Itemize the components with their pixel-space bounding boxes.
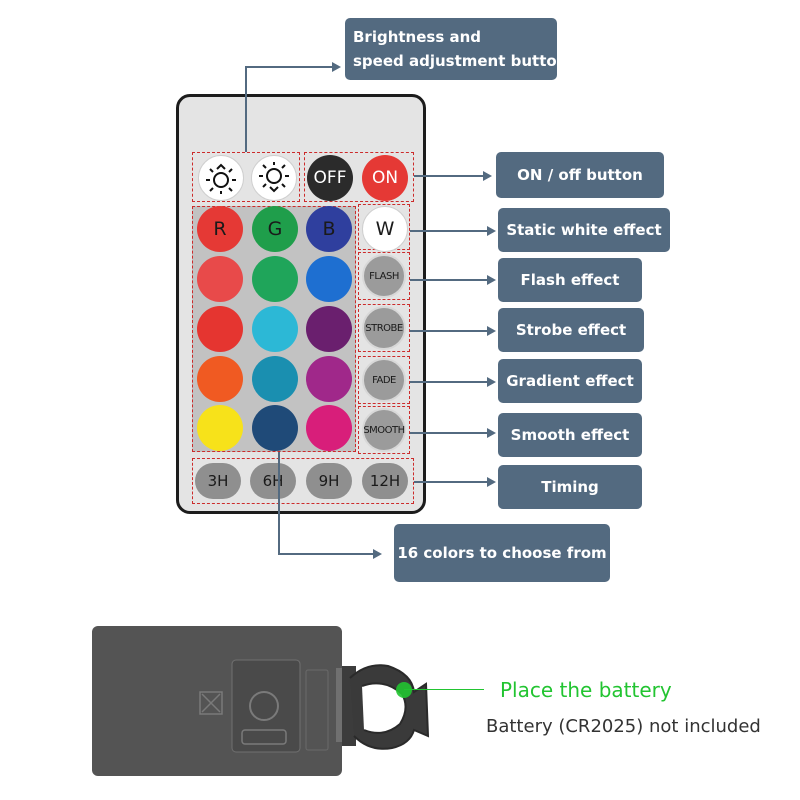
color-button[interactable] (252, 405, 298, 451)
timer-label: 3H (207, 472, 229, 490)
color-button[interactable] (197, 256, 243, 302)
on-button-label: ON (371, 168, 399, 188)
color-button[interactable] (306, 256, 352, 302)
blue-button[interactable]: B (306, 206, 352, 252)
blue-button-label: B (322, 218, 336, 240)
timer-group-outline (192, 458, 414, 504)
arrow-icon (332, 62, 341, 72)
color-button[interactable] (252, 256, 298, 302)
color-button[interactable] (306, 405, 352, 451)
callout-gradient: Gradient effect (498, 359, 642, 403)
timer-label: 9H (318, 472, 340, 490)
brightness-up-icon (206, 163, 236, 194)
color-button[interactable] (252, 356, 298, 402)
timer-12h-button[interactable]: 12H (362, 463, 408, 499)
arrow-icon (487, 477, 496, 487)
arrow-icon (487, 326, 496, 336)
color-button[interactable] (306, 356, 352, 402)
brightness-up-button[interactable] (198, 155, 244, 201)
arrow-icon (373, 549, 382, 559)
connector-colors (278, 452, 280, 555)
fade-outline (358, 356, 410, 404)
fade-button[interactable]: FADE (362, 358, 406, 402)
brightness-down-button[interactable] (251, 155, 297, 201)
callout-timing: Timing (498, 465, 642, 509)
connector-fade (410, 381, 488, 383)
timer-label: 6H (262, 472, 284, 490)
smooth-button-label: SMOOTH (363, 424, 405, 436)
callout-smooth: Smooth effect (498, 413, 642, 457)
callout-colors: 16 colors to choose from (394, 524, 610, 582)
fade-button-label: FADE (372, 374, 396, 386)
off-button-label: OFF (313, 168, 347, 188)
white-button[interactable]: W (362, 206, 408, 252)
flash-button[interactable]: FLASH (362, 254, 406, 298)
arrow-icon (487, 275, 496, 285)
smooth-outline (358, 406, 410, 454)
strobe-button[interactable]: STROBE (362, 306, 406, 350)
off-button[interactable]: OFF (307, 155, 353, 201)
callout-brightness-line2: speed adjustment button (353, 52, 568, 70)
callout-flash: Flash effect (498, 258, 642, 302)
color-button[interactable] (306, 306, 352, 352)
battery-not-included-text: Battery (CR2025) not included (486, 716, 761, 737)
arrow-icon (483, 171, 492, 181)
arrow-icon (487, 377, 496, 387)
battery-compartment-illustration (199, 659, 430, 753)
arrow-icon (487, 428, 496, 438)
connector-on-off (414, 175, 484, 177)
color-button[interactable] (197, 405, 243, 451)
callout-white: Static white effect (498, 208, 670, 252)
connector-brightness (245, 66, 333, 68)
timer-9h-button[interactable]: 9H (306, 463, 352, 499)
callout-on-off: ON / off button (496, 152, 664, 198)
color-button[interactable] (197, 356, 243, 402)
green-button[interactable]: G (252, 206, 298, 252)
callout-brightness-line1: Brightness and (353, 28, 482, 46)
brightness-down-icon (259, 162, 289, 193)
callout-strobe: Strobe effect (498, 308, 644, 352)
connector-flash (410, 279, 488, 281)
color-button[interactable] (252, 306, 298, 352)
flash-outline (358, 252, 410, 300)
place-battery-text: Place the battery (500, 678, 672, 702)
flash-button-label: FLASH (369, 270, 399, 282)
white-button-label: W (375, 218, 395, 240)
color-button[interactable] (197, 306, 243, 352)
strobe-button-label: STROBE (365, 322, 403, 334)
connector-white (410, 230, 488, 232)
green-pointer-line (404, 689, 484, 690)
callout-brightness: Brightness and speed adjustment button (345, 18, 567, 80)
smooth-button[interactable]: SMOOTH (362, 408, 406, 452)
connector-brightness (245, 66, 247, 152)
connector-smooth (410, 432, 488, 434)
red-button-label: R (213, 218, 227, 240)
red-button[interactable]: R (197, 206, 243, 252)
timer-6h-button[interactable]: 6H (250, 463, 296, 499)
connector-strobe (410, 330, 488, 332)
strobe-outline (358, 304, 410, 352)
connector-colors (278, 553, 374, 555)
timer-3h-button[interactable]: 3H (195, 463, 241, 499)
green-button-label: G (267, 218, 283, 240)
power-group-outline (304, 152, 414, 202)
on-button[interactable]: ON (362, 155, 408, 201)
brightness-group-outline (192, 152, 300, 202)
timer-label: 12H (369, 472, 401, 490)
connector-timing (414, 481, 488, 483)
arrow-icon (487, 226, 496, 236)
